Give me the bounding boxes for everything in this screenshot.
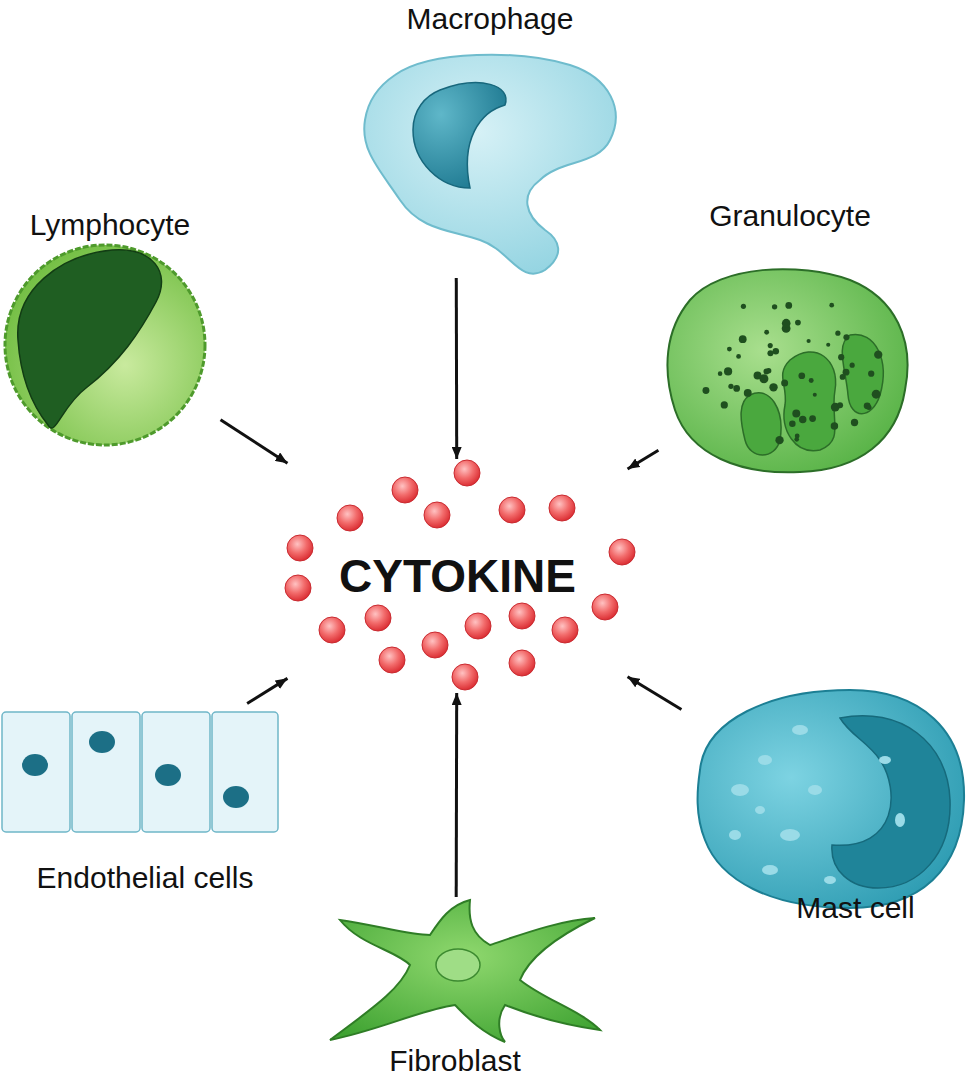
- mast-cell: [698, 690, 965, 908]
- endothelial-cell: [212, 712, 278, 832]
- arrow-connector: [247, 678, 287, 703]
- macrophage-nucleus: [413, 83, 506, 188]
- lymphocyte-body: [5, 245, 205, 445]
- arrow-connector: [221, 420, 288, 463]
- cell-label: Fibroblast: [301, 1044, 609, 1079]
- endothelial-nucleus: [223, 786, 249, 808]
- fibroblast-cell: [330, 900, 600, 1042]
- cytokine-molecules: [285, 460, 635, 690]
- mast-granules: [729, 725, 905, 884]
- granulocyte-cell: [667, 269, 907, 472]
- cell-node: Mast cell: [684, 688, 967, 925]
- arrow-connector: [455, 693, 459, 897]
- cell-node: Endothelial cells: [2, 705, 288, 895]
- fibroblast-body: [330, 900, 600, 1042]
- cell-node: Macrophage: [356, 2, 624, 275]
- cell-label: Lymphocyte: [2, 208, 218, 243]
- cell-label: Macrophage: [356, 2, 624, 37]
- cell-label: Granulocyte: [661, 199, 919, 234]
- granulocyte-granules: [702, 302, 882, 444]
- endothelial-cell: [142, 712, 210, 832]
- endothelial-nucleus: [22, 754, 48, 776]
- endothelial-nucleus: [155, 764, 181, 786]
- macrophage-body: [364, 55, 615, 274]
- arrow-connector: [628, 677, 682, 710]
- arrow-connector: [628, 450, 659, 469]
- granulocyte-lobe: [741, 393, 781, 455]
- cell-label: Mast cell: [744, 891, 967, 926]
- fibroblast-nucleus: [436, 949, 480, 981]
- cell-node: Lymphocyte: [2, 208, 218, 446]
- lymphocyte-nucleus: [18, 250, 162, 428]
- granulocyte-lobe: [783, 352, 836, 451]
- granulocyte-body: [667, 269, 907, 472]
- cell-node: Granulocyte: [661, 199, 919, 475]
- endothelial-cell: [2, 712, 70, 832]
- endothelial-nucleus: [89, 731, 115, 753]
- mast-nucleus: [832, 716, 950, 888]
- lymphocyte-cell: [5, 245, 205, 445]
- macrophage-cell: [364, 55, 615, 274]
- center-title: CYTOKINE: [339, 551, 576, 602]
- granulocyte-lobe: [842, 334, 883, 413]
- cell-node: Fibroblast: [301, 900, 609, 1078]
- endothelial-cells: [2, 712, 278, 832]
- cell-label: Endothelial cells: [2, 861, 288, 896]
- endothelial-cell: [72, 712, 140, 832]
- arrow-connector: [455, 278, 458, 459]
- cytokine-cluster: CYTOKINE: [290, 462, 625, 690]
- mast-body: [698, 690, 965, 908]
